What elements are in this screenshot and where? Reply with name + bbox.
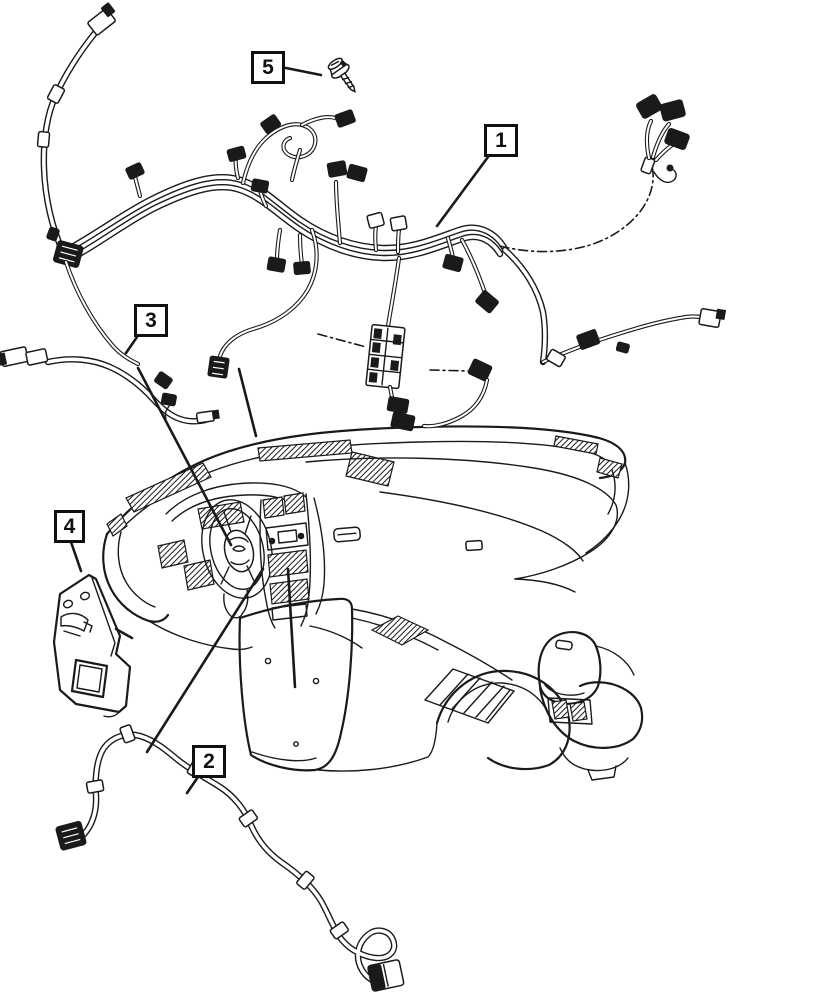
mounting-screw-illustration [327,57,356,94]
junction-block-connector [365,323,406,390]
callout-box-4[interactable]: 4 [54,510,85,543]
callout-label-4: 4 [63,514,76,538]
callout-label-1: 1 [495,128,507,152]
callout-box-5[interactable]: 5 [251,51,285,84]
console-jumper-harness-illustration [55,724,405,992]
main-harness-illustration [36,2,727,432]
harness-end-connector [367,959,405,992]
callout-box-2[interactable]: 2 [192,745,226,778]
callout-label-3: 3 [145,308,157,332]
callout-label-2: 2 [203,749,215,773]
center-stack-illustration [259,492,312,629]
mounting-bracket-illustration [52,573,132,718]
callout-label-5: 5 [262,55,274,79]
instrument-panel-illustration [102,425,644,781]
center-console-illustration [238,597,644,781]
leader-lines [69,66,490,795]
column-jumper-harness-illustration [0,259,220,425]
callout-box-3[interactable]: 3 [134,304,168,337]
callout-box-1[interactable]: 1 [484,124,518,157]
